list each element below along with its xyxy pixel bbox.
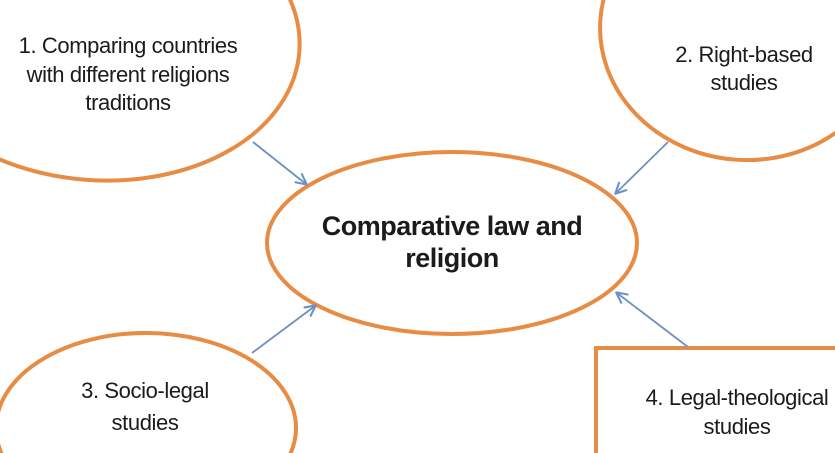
node-3-label-line-1: 3. Socio-legal: [81, 378, 209, 403]
node-1-ellipse: [0, 0, 302, 183]
node-1-label-line-1: 1. Comparing countries: [19, 33, 238, 58]
node-2-label-line-2: studies: [711, 70, 778, 95]
node-3-ellipse: [0, 331, 298, 453]
center-node-label-line-1: Comparative law and: [322, 211, 583, 241]
node-4-rectangle: [594, 346, 835, 453]
center-node-label-line-2: religion: [405, 243, 499, 273]
arrow-node3-to-center: [251, 304, 317, 354]
node-4-label-line-1: 4. Legal-theological: [646, 385, 829, 410]
node-1-label-line-3: traditions: [85, 90, 171, 115]
arrow-node4-to-center: [615, 291, 689, 348]
node-2-ellipse: [598, 0, 835, 163]
node-1-label-line-2: with different religions: [26, 62, 230, 87]
center-node-ellipse: [265, 150, 639, 336]
node-3-label-line-2: studies: [112, 410, 179, 435]
arrow-node2-to-center: [614, 141, 669, 195]
arrow-node1-to-center: [252, 141, 308, 186]
node-2-label-line-1: 2. Right-based: [675, 42, 813, 67]
node-4-label-line-2: studies: [704, 414, 771, 439]
